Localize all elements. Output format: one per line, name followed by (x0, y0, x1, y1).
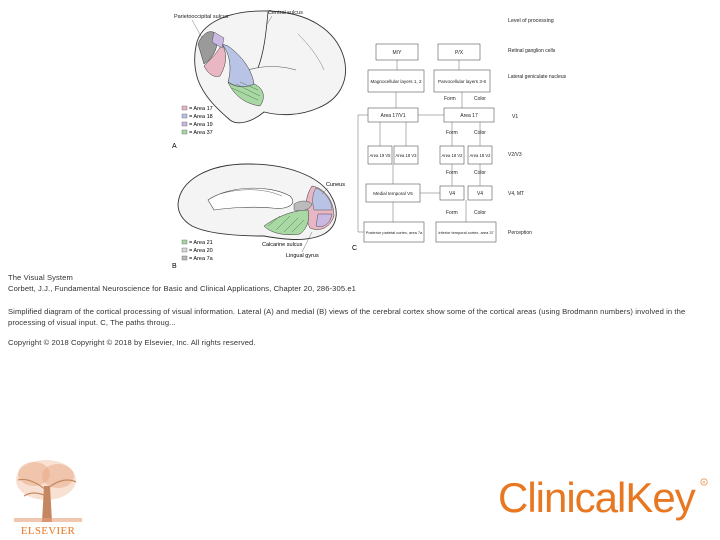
box-px: P/X (455, 50, 464, 56)
level-header: Level of processing (508, 18, 554, 24)
box-magno: Magnocellular layers 1, 2 (370, 79, 422, 84)
panel-label-c: C (352, 245, 357, 252)
clinicalkey-wordmark: ClinicalKey (498, 474, 695, 522)
label-form: Form (446, 210, 458, 216)
visual-system-figure: Parietooccipital sulcus Central sulcus =… (168, 4, 568, 272)
svg-text:R: R (703, 480, 706, 485)
label-parietooccipital: Parietooccipital sulcus (174, 14, 229, 20)
caption-title: The Visual System (8, 272, 73, 283)
panel-label-a: A (172, 143, 177, 150)
level-v2v3: V2/V3 (508, 152, 522, 158)
label-color: Color (474, 96, 486, 102)
level-v1: V1 (512, 114, 518, 120)
box-area17v1: Area 17/V1 (380, 113, 405, 119)
legend-a-item: = Area 18 (189, 114, 213, 120)
elsevier-logo: ELSEVIER (8, 456, 88, 538)
legend-b: = Area 21 = Area 20 = Area 7a (182, 240, 214, 262)
flowchart: Level of processing M/Y P/X Retinal gang… (358, 18, 567, 242)
label-cuneus: Cuneus (326, 182, 345, 188)
label-calcarine: Calcarine sulcus (262, 242, 303, 248)
box-temporal: Inferior temporal cortex, area 37 (438, 230, 493, 235)
label-color: Color (474, 210, 486, 216)
caption-copyright: Copyright © 2018 Copyright © 2018 by Els… (8, 337, 256, 348)
box-my: M/Y (393, 50, 403, 56)
box-area19v5: Area 19 V5 (370, 153, 392, 158)
box-parietal: Posterior parietal cortex, area 7a (366, 230, 423, 235)
trademark-icon: R (700, 478, 708, 486)
legend-a-item: = Area 17 (189, 106, 213, 112)
label-form: Form (444, 96, 456, 102)
box-v4b: V4 (477, 191, 483, 197)
panel-label-b: B (172, 263, 177, 270)
legend-b-item: = Area 20 (189, 248, 213, 254)
legend-a: = Area 17 = Area 18 = Area 19 = Area 37 (182, 106, 213, 136)
level-perception: Perception (508, 230, 532, 236)
elsevier-wordmark: ELSEVIER (21, 525, 76, 537)
legend-b-item: = Area 21 (189, 240, 213, 246)
legend-b-item: = Area 7a (189, 256, 214, 262)
box-area18v3: Area 18 V3 (396, 153, 418, 158)
box-mt: Medial temporal V5 (373, 191, 413, 196)
clinicalkey-logo: ClinicalKey R (498, 474, 708, 532)
level-lgn: Lateral geniculate nucleus (508, 74, 567, 80)
box-parvo: Parvocellular layers 3-6 (438, 79, 486, 84)
legend-a-item: = Area 37 (189, 130, 213, 136)
level-v4mt: V4, MT (508, 191, 524, 197)
box-area17: Area 17 (460, 113, 478, 119)
medial-brain-illustration (178, 164, 336, 240)
caption-description: Simplified diagram of the cortical proce… (8, 306, 708, 328)
label-central-sulcus: Central sulcus (268, 10, 303, 16)
lateral-brain-illustration (195, 11, 346, 123)
level-retinal: Retinal ganglion cells (508, 48, 556, 54)
caption-source: Corbett, J.J., Fundamental Neuroscience … (8, 283, 356, 294)
box-v4a: V4 (449, 191, 455, 197)
legend-a-item: = Area 19 (189, 122, 213, 128)
box-area18v2a: Area 18 V2 (442, 153, 464, 158)
box-area18v2b: Area 18 V2 (470, 153, 492, 158)
elsevier-tree-icon (14, 460, 82, 522)
label-lingual: Lingual gyrus (286, 253, 319, 259)
